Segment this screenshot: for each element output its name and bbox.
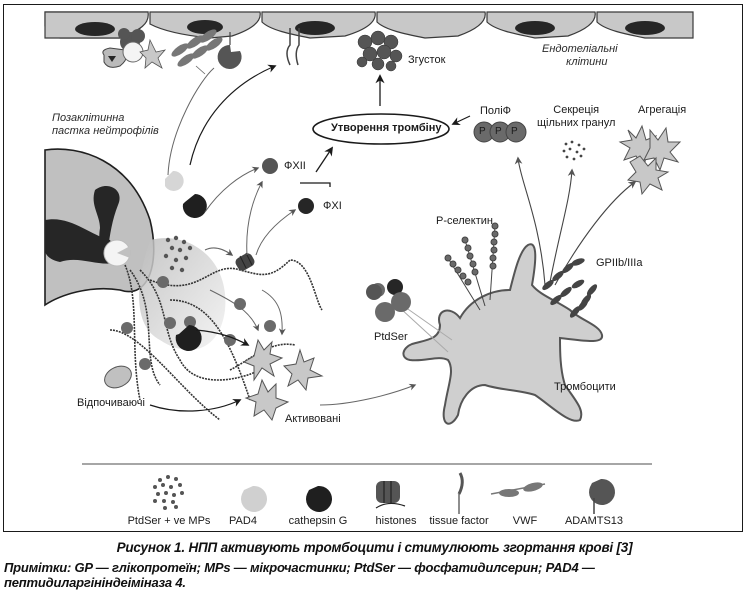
polyp-bead-1: P: [479, 126, 486, 137]
legend-label-vwf: VWF: [512, 515, 538, 527]
microparticles: [163, 235, 193, 273]
cathepsin-g-bound: [175, 325, 202, 351]
endothelial-label-line2: клітини: [566, 55, 608, 68]
net-platelet-diagram: [44, 11, 694, 514]
gpiib-iiia-label: GPIIb/IIIa: [596, 257, 643, 269]
dense-granules-line1: Секреція: [553, 104, 600, 116]
neutrophil-net: [44, 148, 226, 350]
dense-granules-line2: щільних гранул: [537, 116, 616, 129]
dense-granules-label: Секреція щільних гранул: [537, 104, 615, 129]
ptdser-molecules: [366, 279, 453, 353]
platelets-label: Тромбоцити: [554, 381, 616, 393]
aggregation-label: Агрегація: [638, 104, 687, 116]
microparticles-icon: [153, 475, 184, 510]
nucleus: [295, 21, 335, 35]
aggregated-platelets: [618, 124, 682, 196]
polyp-chain: [473, 121, 527, 143]
legend-label-tissue-factor: tissue factor: [429, 515, 489, 527]
thrombin-formation-node: [312, 113, 450, 145]
pathway-arrows: [149, 64, 417, 412]
fxi-molecule: [298, 198, 314, 214]
gpiib-iiia-receptors: [542, 258, 598, 318]
fxii-molecule: [262, 158, 278, 174]
cathepsin-g-icon: [306, 485, 333, 512]
fxii-label: ФXII: [284, 160, 306, 172]
pad4-icon: [241, 485, 268, 512]
fxi-label: ФXI: [323, 200, 342, 212]
cathepsin-g-free: [182, 194, 207, 218]
legend-label-pad4: PAD4: [229, 515, 257, 527]
resting-label: Відпочиваючі: [77, 397, 145, 409]
nucleus: [75, 22, 115, 36]
p-selectin-label: P-селектин: [436, 215, 493, 227]
pad4-free: [165, 170, 184, 191]
nucleus: [187, 20, 223, 34]
histones-icon: [375, 481, 406, 509]
resting-platelet: [104, 365, 132, 389]
polyp-label: ПоліФ: [480, 105, 512, 117]
nucleus: [625, 21, 665, 35]
net-fibers: [109, 259, 323, 421]
clot-label: Згусток: [408, 54, 446, 66]
figure-caption: Рисунок 1. НПП активують тромбоцити і ст…: [116, 540, 633, 555]
legend-label-adamts13: ADAMTS13: [564, 515, 624, 527]
p-selectin-chains: [444, 222, 499, 311]
net-label: Позаклітинна пастка нейтрофілів: [52, 112, 159, 137]
histone-nucleosome: [235, 252, 255, 271]
nucleus: [515, 21, 555, 35]
dense-granules: [562, 140, 586, 161]
tissue-factors: [286, 28, 300, 66]
vwf-icon: [490, 482, 546, 497]
legend-label-histones: histones: [375, 515, 417, 527]
legend-label-microparticles: PtdSer + ve MPs: [127, 515, 211, 527]
legend-label-cathepsin-g: cathepsin G: [288, 515, 348, 527]
activated-label: Активовані: [285, 413, 341, 425]
endothelial-label-line1: Ендотеліальні: [542, 43, 618, 55]
large-platelet: [402, 243, 603, 425]
adhesion-cluster: [102, 28, 242, 75]
tissue-factor-icon: [457, 472, 464, 514]
fxii-activates-fxi-bracket: [300, 182, 331, 187]
polyp-bead-3: P: [511, 126, 518, 137]
figure-notes: Примітки: GP — глікопротеїн; MPs — мікро…: [4, 560, 595, 590]
net-label-line1: Позаклітинна: [52, 112, 125, 124]
endothelial-cell: [376, 11, 486, 39]
adamts13-enzyme: [217, 44, 242, 69]
activated-platelets: [242, 338, 324, 422]
thrombin-formation-label: Утворення тромбіну: [331, 122, 442, 134]
adamts13-icon: [589, 478, 616, 514]
net-label-line2: пастка нейтрофілів: [52, 124, 159, 137]
clot: [356, 30, 403, 72]
endothelial-cells-label: Ендотеліальні клітини: [542, 43, 618, 68]
polyp-bead-2: P: [495, 126, 502, 137]
ptdser-label: PtdSer: [374, 331, 408, 343]
